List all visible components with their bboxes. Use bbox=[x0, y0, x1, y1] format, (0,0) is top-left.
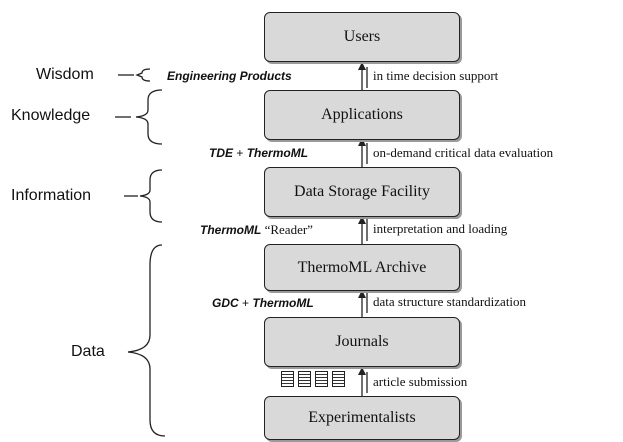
document-icon bbox=[281, 371, 294, 387]
plus-text: + bbox=[233, 146, 247, 160]
archive-box: ThermoML Archive bbox=[264, 244, 460, 291]
tier-wisdom: Wisdom bbox=[36, 66, 94, 83]
article-documents-icon bbox=[281, 371, 345, 387]
link4-description: data structure standardization bbox=[373, 294, 527, 309]
wisdom-bracket bbox=[135, 68, 151, 82]
information-bracket bbox=[139, 169, 163, 223]
experimentalists-box: Experimentalists bbox=[264, 396, 460, 440]
reader-text: “Reader” bbox=[261, 222, 313, 237]
users-label: Users bbox=[343, 28, 381, 45]
applications-label: Applications bbox=[321, 106, 403, 123]
journals-box: Journals bbox=[264, 317, 460, 367]
engineering-products-label: Engineering Products bbox=[167, 69, 292, 83]
document-icon bbox=[315, 371, 328, 387]
applications-box: Applications bbox=[264, 90, 460, 140]
link2-description: on-demand critical data evaluation bbox=[373, 145, 554, 160]
tde-thermoml-label: TDE + ThermoML bbox=[209, 146, 308, 160]
tier-knowledge: Knowledge bbox=[11, 107, 91, 124]
tier-information: Information bbox=[11, 187, 92, 204]
data-storage-box: Data Storage Facility bbox=[264, 167, 460, 217]
thermoml-reader-label: ThermoML “Reader” bbox=[200, 222, 313, 238]
thermoml-text: ThermoML bbox=[246, 146, 309, 160]
gdc-thermoml-label: GDC + ThermoML bbox=[212, 296, 314, 310]
link1-description: in time decision support bbox=[373, 68, 499, 83]
users-box: Users bbox=[264, 12, 460, 62]
document-icon bbox=[332, 371, 345, 387]
data-storage-label: Data Storage Facility bbox=[294, 183, 430, 200]
tier-data: Data bbox=[71, 343, 105, 360]
tde-text: TDE bbox=[209, 146, 233, 160]
thermoml-text: ThermoML bbox=[252, 296, 314, 310]
plus-text: + bbox=[238, 296, 253, 310]
journals-label: Journals bbox=[335, 333, 389, 350]
knowledge-bracket bbox=[135, 89, 163, 145]
link5-description: article submission bbox=[373, 374, 468, 389]
data-bracket bbox=[127, 244, 166, 437]
link3-description: interpretation and loading bbox=[373, 221, 508, 236]
gdc-text: GDC bbox=[212, 296, 239, 310]
archive-label: ThermoML Archive bbox=[297, 258, 427, 276]
thermoml-text: ThermoML bbox=[200, 223, 262, 237]
experimentalists-label: Experimentalists bbox=[308, 409, 416, 426]
document-icon bbox=[298, 371, 311, 387]
